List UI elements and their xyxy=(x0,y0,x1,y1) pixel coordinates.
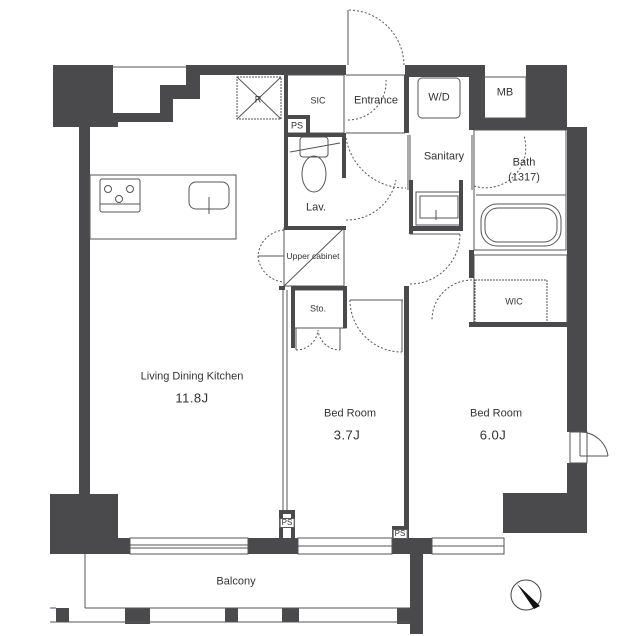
ps-top-label: PS xyxy=(290,120,304,131)
refrigerator-label: R xyxy=(254,94,262,105)
walls xyxy=(50,65,587,634)
wd-label: W/D xyxy=(428,91,450,104)
lav-label: Lav. xyxy=(306,201,326,214)
wic-label: WIC xyxy=(505,296,523,307)
bedroom2-name-label: Bed Room xyxy=(470,407,522,420)
sanitary-label: Sanitary xyxy=(423,150,465,163)
upper-cabinet-label: Upper cabinet xyxy=(286,250,340,261)
sto-label: Sto. xyxy=(309,303,327,314)
balcony-label: Balcony xyxy=(216,575,256,588)
sic-label: SIC xyxy=(310,95,326,106)
bath-label: Bath xyxy=(512,156,536,169)
entrance-label: Entrance xyxy=(353,94,399,107)
mb-label: MB xyxy=(496,86,514,99)
bath-size-label: (1317) xyxy=(508,171,540,184)
north-arrow-icon xyxy=(510,579,542,611)
ldk-name-label: Living Dining Kitchen xyxy=(140,370,244,383)
ldk-area-label: 11.8J xyxy=(175,390,209,406)
ps-bottom-left-label: PS xyxy=(279,518,295,528)
bedroom2-area-label: 6.0J xyxy=(479,427,507,443)
bedroom1-name-label: Bed Room xyxy=(324,407,376,420)
bedroom1-area-label: 3.7J xyxy=(333,427,361,443)
ps-bottom-right-label: PS xyxy=(392,529,408,539)
